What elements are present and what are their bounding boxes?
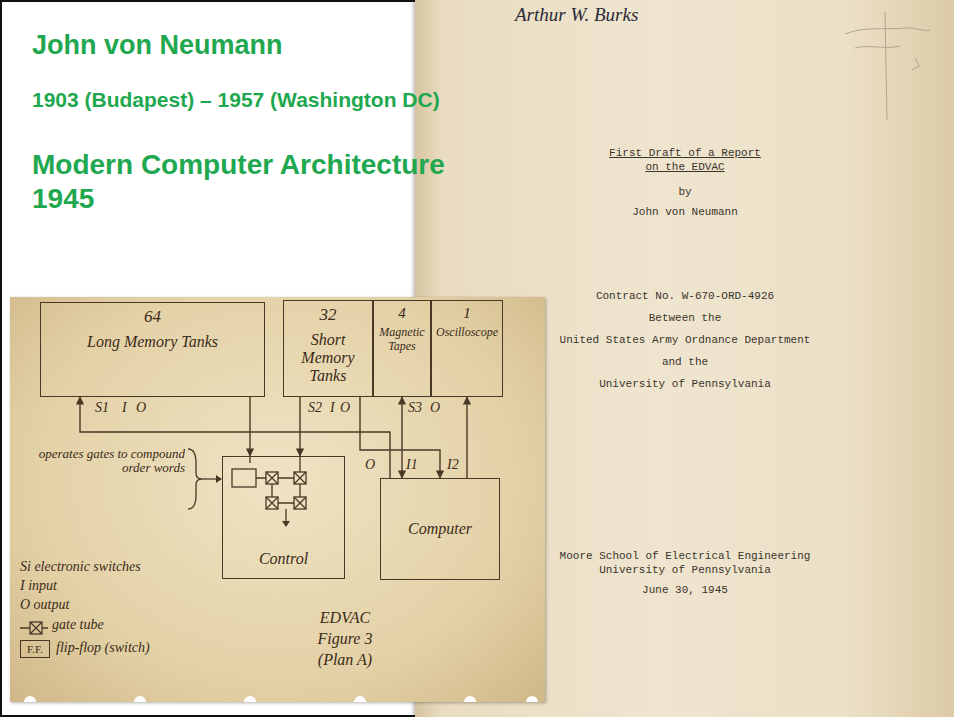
text-holder: (Plan A)	[295, 651, 395, 669]
port-label: O	[136, 400, 146, 416]
signature: Arthur W. Burks	[515, 4, 638, 26]
text-holder: John von Neumann	[485, 206, 885, 220]
computer-box: Computer	[380, 478, 500, 580]
text-holder: 1903 (Budapest) – 1957 (Washington DC)	[32, 88, 440, 112]
control-box: Control	[222, 456, 345, 579]
text-holder: John von Neumann	[32, 30, 283, 61]
text-holder: Between the	[485, 312, 885, 326]
report-text: University of Pennsylvania	[485, 378, 885, 392]
text-holder: Moore School of Electrical Engineering	[485, 550, 885, 564]
report-text: and the	[485, 356, 885, 370]
box-label: Magnetic Tapes	[377, 326, 427, 354]
port-label: I	[330, 400, 335, 416]
text-holder: S3	[408, 400, 422, 416]
port-label: I	[122, 400, 127, 416]
box-label: 32	[320, 305, 337, 325]
figure-title: EDVAC	[295, 609, 395, 627]
flip-flop-symbol: F.F.	[20, 640, 50, 658]
switch-label: S1	[95, 400, 109, 416]
sketch-sheet: EDVAC Figure 3 (Plan A) 64Long Memory Tanks…	[10, 297, 545, 702]
port-label: O	[340, 400, 350, 416]
text-holder: I2	[447, 457, 459, 473]
report-title: First Draft of a Report on the EDVAC	[605, 147, 765, 175]
report-text: University of Pennsylvania	[485, 564, 885, 578]
text-holder: First Draft of a Report on the EDVAC	[605, 147, 765, 175]
text-holder: June 30, 1945	[485, 584, 885, 598]
text-holder: operates gates to compound order words	[35, 447, 185, 476]
legend-text: I input	[20, 578, 57, 594]
port-label: O	[365, 457, 375, 473]
text-holder: and the	[485, 356, 885, 370]
scope-box: 1Oscilloscope	[431, 300, 503, 397]
annotation: operates gates to compound order words	[35, 447, 185, 476]
port-label: O	[430, 400, 440, 416]
text-holder: I1	[406, 457, 418, 473]
wire-connector	[360, 397, 440, 478]
text-holder: Arthur W. Burks	[515, 4, 638, 26]
box-label: Control	[259, 550, 308, 568]
box-label: 1	[463, 305, 471, 322]
text-holder: O	[136, 400, 146, 416]
box-label: 64	[144, 307, 161, 327]
box-label: Long Memory Tanks	[87, 333, 218, 351]
text-holder: Modern Computer Architecture 1945	[32, 148, 482, 216]
text-holder: by	[485, 186, 885, 200]
report-text: United States Army Ordnance Department	[485, 334, 885, 348]
text-holder: Contract No. W-670-ORD-4926	[485, 290, 885, 304]
text-holder: S1	[95, 400, 109, 416]
text-holder: S2	[308, 400, 322, 416]
slide-title: John von Neumann	[32, 30, 283, 61]
legend-text: flip-flop (switch)	[56, 640, 150, 656]
port-label: I2	[447, 457, 459, 473]
text-holder: I	[330, 400, 335, 416]
box-label: Computer	[408, 520, 472, 538]
slide-subtitle: Modern Computer Architecture 1945	[32, 148, 482, 216]
legend-text: Si electronic switches	[20, 559, 141, 575]
text-holder: O	[430, 400, 440, 416]
box-label: 4	[398, 305, 406, 322]
report-text: Moore School of Electrical Engineering	[485, 550, 885, 564]
life-dates: 1903 (Budapest) – 1957 (Washington DC)	[32, 88, 440, 112]
box-label: Short Memory Tanks	[287, 331, 369, 386]
wire-connector	[299, 397, 300, 456]
wire-connector	[466, 397, 467, 478]
text-holder: EDVAC	[295, 609, 395, 627]
memory-box: 32Short Memory Tanks	[283, 300, 373, 397]
report-author: John von Neumann	[485, 206, 885, 220]
wire-connector	[249, 397, 250, 456]
report-text: Between the	[485, 312, 885, 326]
report-date: June 30, 1945	[485, 584, 885, 598]
text-holder: University of Pennsylvania	[485, 564, 885, 578]
text-holder: United States Army Ordnance Department	[485, 334, 885, 348]
text-holder: gate tube	[52, 617, 104, 633]
port-label: I1	[406, 457, 418, 473]
text-holder: O	[365, 457, 375, 473]
wire-connector	[401, 397, 402, 478]
switch-label: S3	[408, 400, 422, 416]
figure-plan: (Plan A)	[295, 651, 395, 669]
text-holder: O	[340, 400, 350, 416]
text-holder: I input	[20, 578, 57, 594]
legend-text: O output	[20, 597, 69, 613]
tape-box: 4Magnetic Tapes	[373, 300, 431, 397]
text-holder: flip-flop (switch)	[56, 640, 150, 656]
legend-text: gate tube	[52, 617, 104, 633]
figure-number: Figure 3	[295, 630, 395, 648]
report-text: Contract No. W-670-ORD-4926	[485, 290, 885, 304]
memory-box: 64Long Memory Tanks	[40, 302, 265, 397]
box-label: F.F.	[27, 643, 43, 656]
text-holder: Figure 3	[295, 630, 395, 648]
text-holder: I	[122, 400, 127, 416]
text-holder: Si electronic switches	[20, 559, 141, 575]
text-holder: O output	[20, 597, 69, 613]
report-text: by	[485, 186, 885, 200]
switch-label: S2	[308, 400, 322, 416]
text-holder: University of Pennsylvania	[485, 378, 885, 392]
box-label: Oscilloscope	[436, 326, 498, 340]
